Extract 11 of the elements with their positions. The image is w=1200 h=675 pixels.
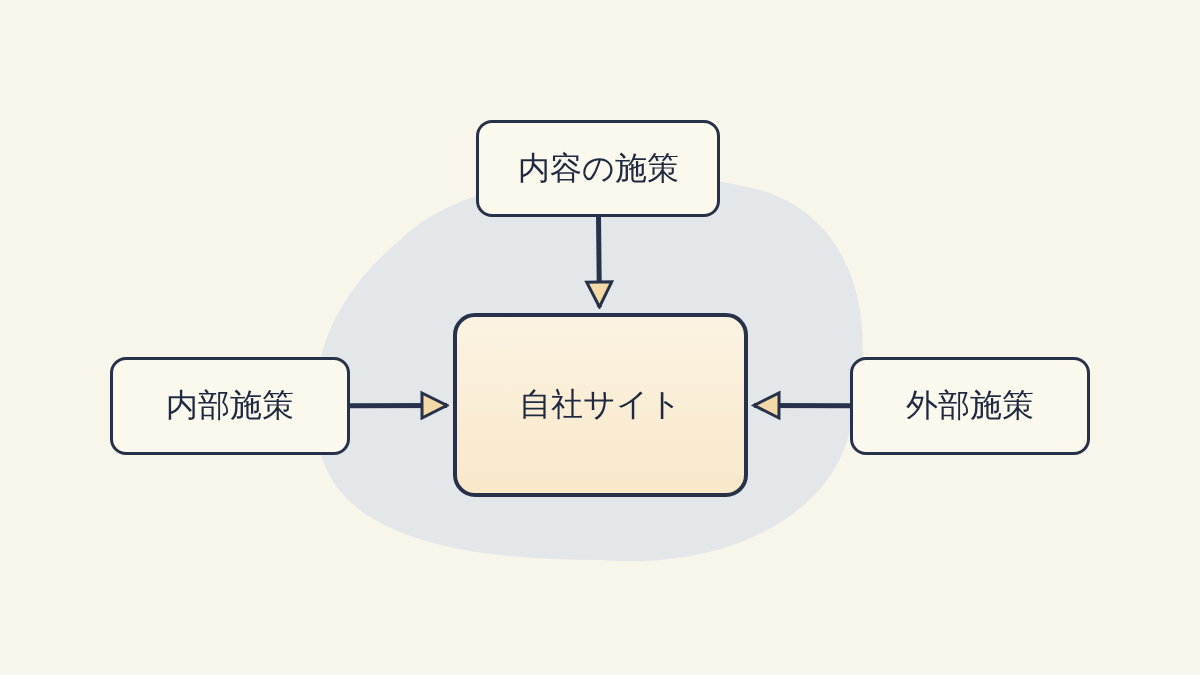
process-box (850, 357, 1090, 455)
process-box (110, 357, 350, 455)
arrow (752, 391, 850, 420)
node-label: 外部施策 (906, 385, 1034, 426)
arrow (585, 216, 614, 309)
process-box (453, 313, 748, 497)
node-label: 内容の施策 (517, 147, 679, 189)
node-label: 自社サイト (519, 384, 682, 425)
arrow (350, 391, 449, 420)
process-box (476, 120, 720, 217)
node-label: 内部施策 (166, 385, 294, 426)
